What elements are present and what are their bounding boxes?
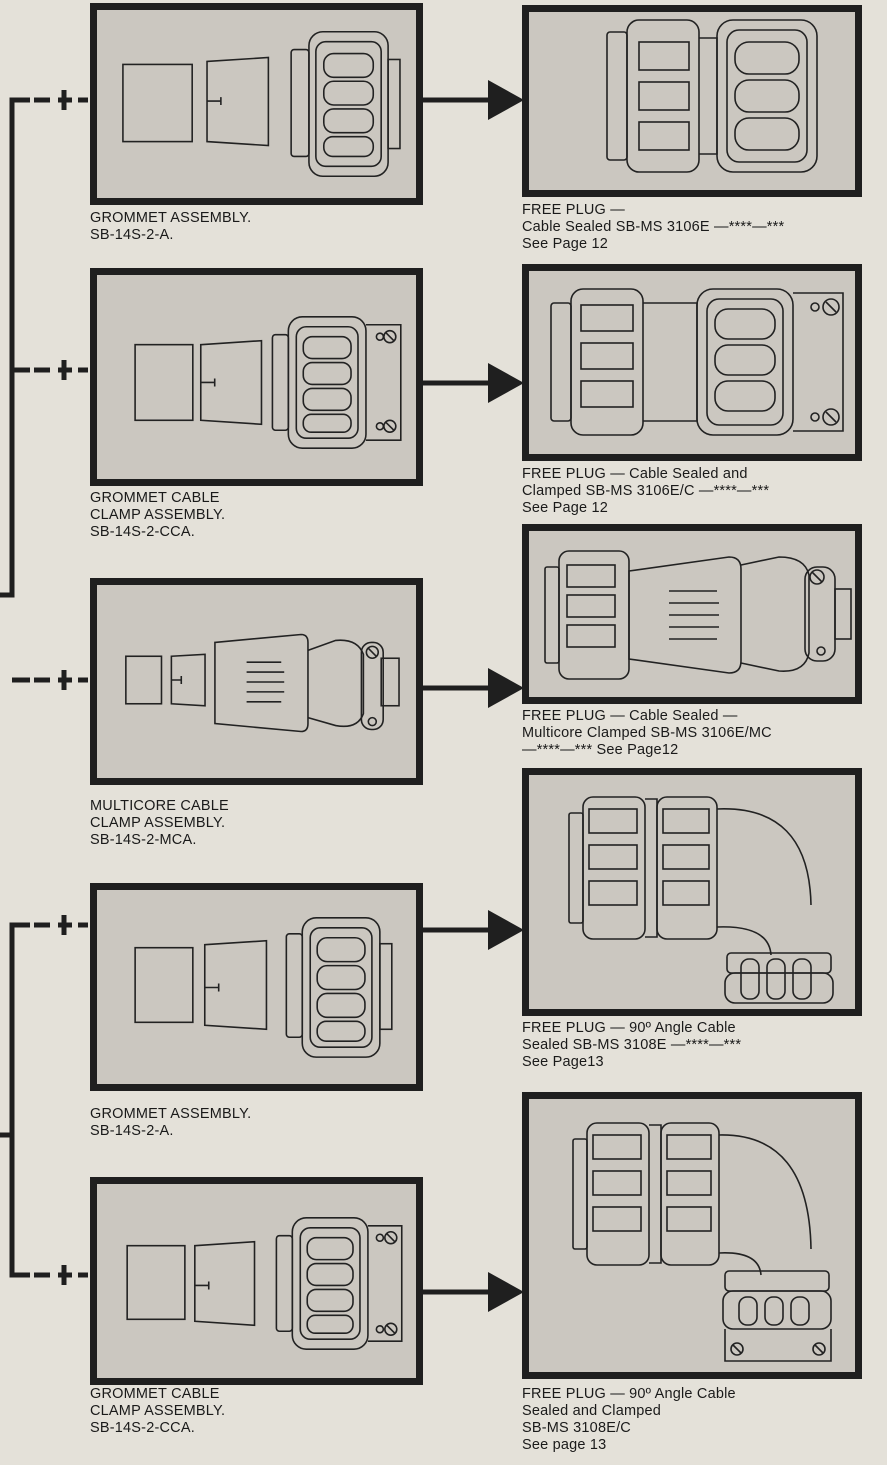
caption-line: —****—*** See Page12 (522, 742, 679, 758)
caption-line: FREE PLUG — Cable Sealed and (522, 466, 748, 482)
arrow-head-4 (488, 910, 524, 950)
caption-line: GROMMET CABLE (90, 1386, 220, 1402)
free-plug-90-angle-sealed-clamped-panel (522, 1092, 862, 1379)
plug-caption-2: FREE PLUG — Cable Sealed and Clamped SB-… (522, 466, 769, 517)
caption-line: CLAMP ASSEMBLY. (90, 507, 226, 523)
grommet-assembly-illustration-2 (134, 917, 393, 1058)
caption-line: FREE PLUG — 90º Angle Cable (522, 1386, 736, 1402)
grommet-cable-clamp-assembly-illustration-2 (126, 1217, 403, 1350)
arrow-head-5 (488, 1272, 524, 1312)
arrow-head-1 (488, 80, 524, 120)
caption-line: Clamped SB-MS 3106E/C —****—*** (522, 483, 770, 499)
caption-line: Sealed and Clamped (522, 1403, 662, 1419)
free-plug-multicore-clamped-illustration (544, 550, 852, 680)
free-plug-cable-sealed-illustration (606, 19, 818, 173)
caption-line: FREE PLUG — Cable Sealed — (522, 708, 738, 724)
free-plug-multicore-clamped-panel (522, 524, 862, 704)
multicore-cable-clamp-assembly-illustration (125, 633, 400, 733)
grommet-cable-clamp-assembly-panel-2 (90, 1177, 423, 1385)
arrow-head-3 (488, 668, 524, 708)
caption-line: SB-14S-2-A. (90, 1123, 174, 1139)
free-plug-90-angle-sealed-panel (522, 768, 862, 1016)
grommet-assembly-panel (90, 3, 423, 205)
caption-line: See Page13 (522, 1054, 604, 1070)
caption-line: Multicore Clamped SB-MS 3106E/MC (522, 725, 772, 741)
assembly-caption-2: GROMMET CABLE CLAMP ASSEMBLY. SB-14S-2-C… (90, 490, 225, 541)
assembly-caption-4: GROMMET ASSEMBLY. SB-14S-2-A. (90, 1106, 251, 1140)
caption-line: GROMMET CABLE (90, 490, 220, 506)
multicore-cable-clamp-assembly-panel (90, 578, 423, 785)
caption-line: FREE PLUG — (522, 202, 625, 218)
plug-caption-5: FREE PLUG — 90º Angle Cable Sealed and C… (522, 1386, 736, 1454)
free-plug-90-angle-sealed-illustration (568, 796, 834, 1004)
caption-line: CLAMP ASSEMBLY. (90, 815, 226, 831)
arrow-head-2 (488, 363, 524, 403)
caption-line: SB-MS 3108E/C (522, 1420, 631, 1436)
grommet-cable-clamp-assembly-illustration (134, 315, 402, 449)
caption-line: See Page 12 (522, 500, 609, 516)
free-plug-cable-sealed-clamped-illustration (550, 288, 844, 436)
caption-line: Sealed SB-MS 3108E —****—*** (522, 1037, 742, 1053)
plug-caption-3: FREE PLUG — Cable Sealed — Multicore Cla… (522, 708, 772, 759)
caption-line: See Page 12 (522, 236, 609, 252)
caption-line: FREE PLUG — 90º Angle Cable (522, 1020, 736, 1036)
free-plug-cable-sealed-clamped-panel (522, 264, 862, 461)
free-plug-cable-sealed-panel (522, 5, 862, 197)
grommet-cable-clamp-assembly-panel (90, 268, 423, 486)
caption-line: Cable Sealed SB-MS 3106E —****—*** (522, 219, 785, 235)
caption-line: SB-14S-2-A. (90, 227, 174, 243)
caption-line: SB-14S-2-MCA. (90, 832, 197, 848)
caption-line: CLAMP ASSEMBLY. (90, 1403, 226, 1419)
caption-line: GROMMET ASSEMBLY. (90, 1106, 252, 1122)
grommet-assembly-panel-2 (90, 883, 423, 1091)
caption-line: SB-14S-2-CCA. (90, 524, 195, 540)
assembly-caption-5: GROMMET CABLE CLAMP ASSEMBLY. SB-14S-2-C… (90, 1386, 225, 1437)
caption-line: GROMMET ASSEMBLY. (90, 210, 252, 226)
plug-caption-1: FREE PLUG — Cable Sealed SB-MS 3106E —**… (522, 202, 784, 253)
caption-line: See page 13 (522, 1437, 607, 1453)
plug-caption-4: FREE PLUG — 90º Angle Cable Sealed SB-MS… (522, 1020, 741, 1071)
assembly-caption-1: GROMMET ASSEMBLY. SB-14S-2-A. (90, 210, 251, 244)
assembly-caption-3: MULTICORE CABLE CLAMP ASSEMBLY. SB-14S-2… (90, 798, 229, 849)
free-plug-90-angle-sealed-clamped-illustration (572, 1122, 832, 1362)
grommet-assembly-illustration (122, 30, 401, 178)
caption-line: SB-14S-2-CCA. (90, 1420, 195, 1436)
caption-line: MULTICORE CABLE (90, 798, 229, 814)
